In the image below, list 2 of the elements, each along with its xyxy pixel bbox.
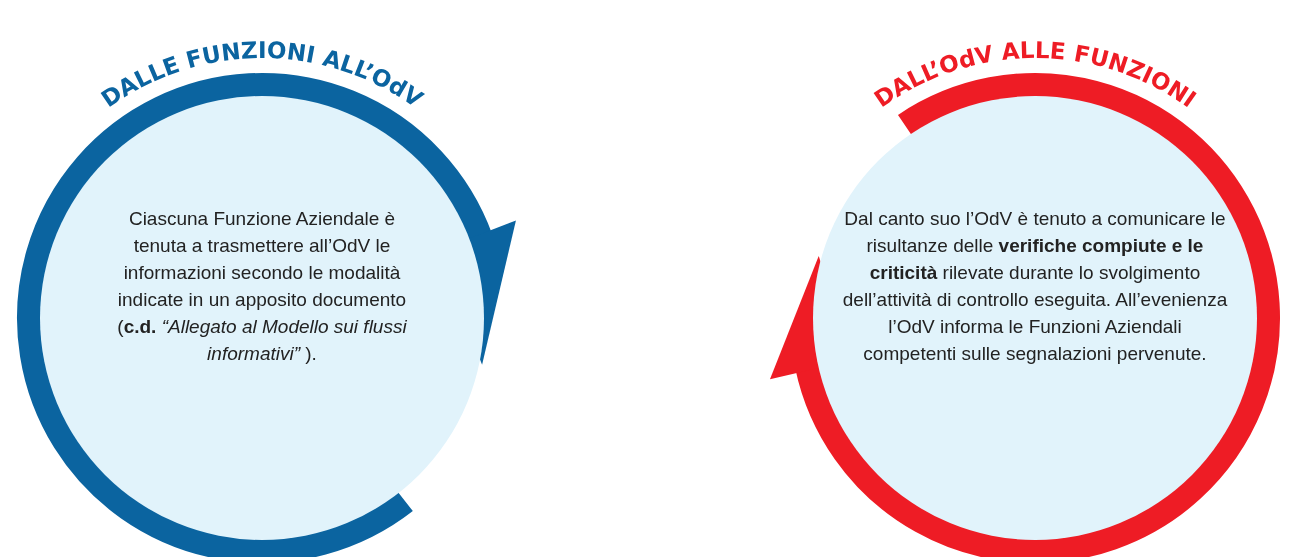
description-text: Dal canto suo l’OdV è tenuto a comunicare le risultanze delle verifiche compiute e le criticità rilevate durante lo svolgimento dell’attività di controllo eseguita. All’evenienza l’OdV informa le Funzioni Aziendali competenti sulle segnalazioni pervenute. xyxy=(841,207,1229,366)
description-text: Ciascuna Funzione Aziendale è tenuta a trasmettere all’OdV le informazioni secondo le modalità indicate in un apposito documento (c.d. “Allegato al Modello sui flussi informativi” ). xyxy=(117,207,407,366)
